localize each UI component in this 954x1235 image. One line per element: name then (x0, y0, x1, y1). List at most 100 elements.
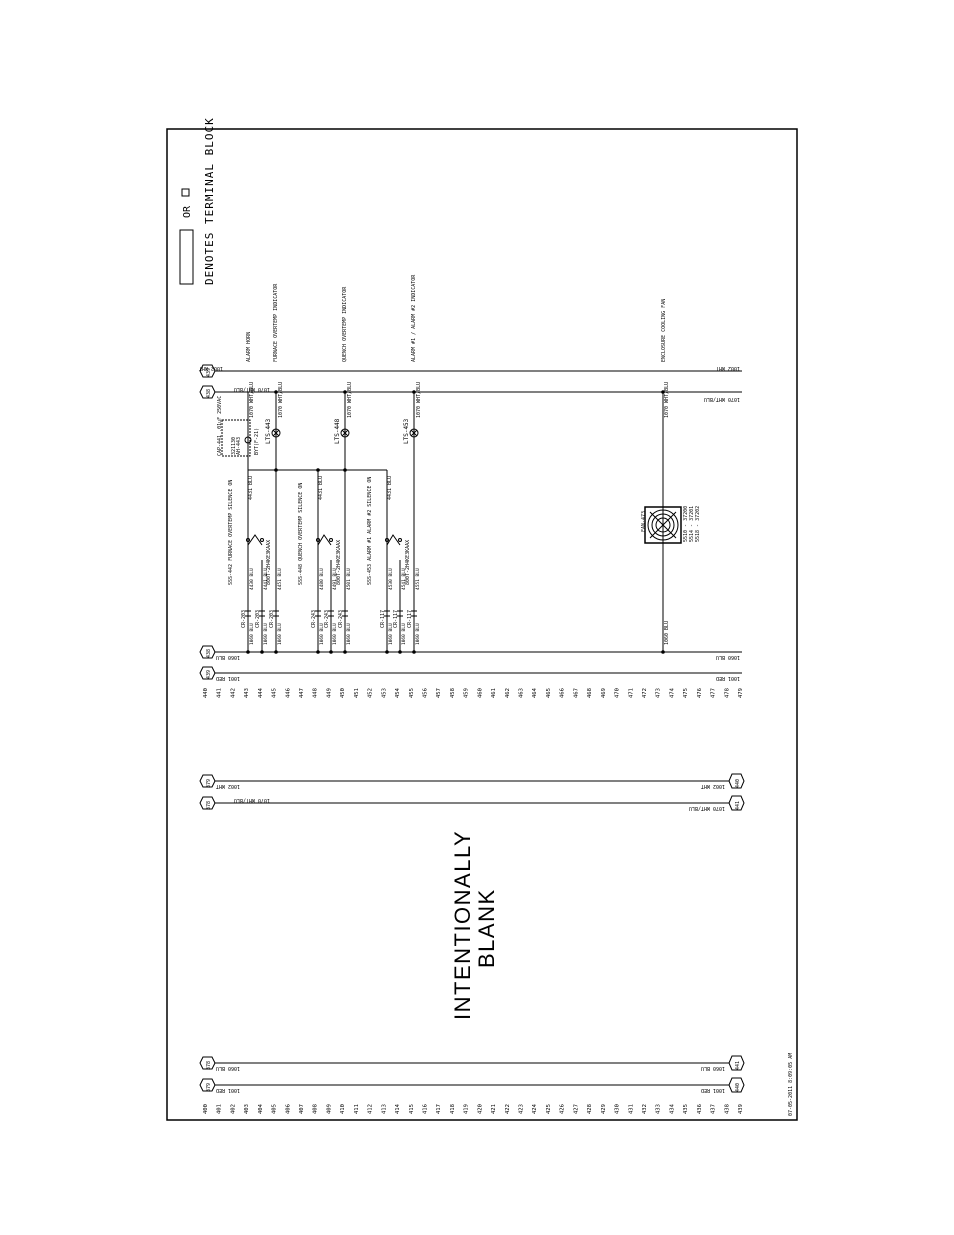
ruler-bottom-number-411: 411 (354, 1104, 360, 1114)
ruler-top-number-479: 479 (738, 688, 744, 698)
pilot-light-icon (271, 428, 281, 438)
mid-bus-top-right-label: 1002 WHT (701, 783, 725, 789)
junction-dot (412, 390, 416, 394)
ruler-top-number-443: 443 (244, 688, 250, 698)
junction-dot (661, 390, 665, 394)
junction-dot (385, 650, 389, 654)
mid-bus-top-right-tag-label: 440 (735, 779, 741, 788)
ruler-bottom-number-405: 405 (272, 1104, 278, 1114)
fan-part-2: 5514 - 37201 (689, 506, 695, 542)
light-453-label: LTS-453 (403, 418, 410, 444)
middle-section: 379 1002 WHT 1002 WHT 440 378 1070 WHT/B… (199, 773, 745, 811)
mid-bus-bottom-left-label: 1070 WHT/BLU (234, 797, 270, 803)
mid-bus-bottom-right-tag (728, 795, 745, 811)
ruler-bottom-number-438: 438 (724, 1104, 730, 1114)
ruler-bottom-number-432: 432 (642, 1104, 648, 1114)
ruler-top-number-441: 441 (217, 688, 223, 698)
relay-bus-wire-label: 1060 BLU (263, 623, 269, 645)
relay-label: CR-203 (255, 610, 261, 628)
bot-bus-top-left-tag-label: 378 (206, 1061, 212, 1070)
load-alarm-indicator: ALARM #1 / ALARM #2 INDICATOR (411, 274, 417, 362)
legend-square-icon (181, 188, 190, 197)
ruler-bottom-number-410: 410 (340, 1104, 346, 1114)
ruler-bottom-number-400: 400 (203, 1104, 209, 1114)
ruler-top-number-458: 458 (450, 688, 456, 698)
bus-1001-right-label: 1001 RED (716, 675, 740, 681)
bus-1002-left-label: 1002 WHT (199, 365, 223, 371)
cooling-fan: FAN-473 5510 - 37200 5514 - 37201 5518 -… (641, 382, 701, 645)
bus-1060-left-label: 1060 BLU (216, 654, 240, 660)
ruler-top-number-460: 460 (477, 688, 483, 698)
mid-bus-bottom-left-tag-label: 378 (206, 801, 212, 810)
light-443-wire: 1070 WHT/BLU (278, 382, 284, 418)
relay-bus-wire-label: 1060 BLU (388, 623, 394, 645)
junction-dot (260, 650, 264, 654)
ruler-top-number-465: 465 (546, 688, 552, 698)
ruler-top-number-477: 477 (711, 688, 717, 698)
ruler-top-number-473: 473 (656, 688, 662, 698)
load-alarm-horn: ALARM HORN (246, 332, 252, 362)
ruler-top-number-464: 464 (532, 687, 538, 698)
ruler-top-number-446: 446 (285, 688, 291, 698)
switch-448-part: 800T-2H4KE3KAAX (336, 540, 342, 585)
ruler-bottom-number-433: 433 (656, 1104, 662, 1114)
load-cooling-fan: ENCLOSURE COOLING FAN (661, 299, 667, 362)
relay-label: CR-117 (407, 610, 413, 628)
ruler-top-number-470: 470 (615, 688, 621, 698)
ruler-top-number-455: 455 (409, 688, 415, 698)
ruler-top-number-469: 469 (601, 688, 607, 698)
switch-453-part: 800T-2H4KE3KAAX (405, 540, 411, 585)
bus-1070-right-label: 1070 WHT/BLU (704, 396, 740, 402)
relay-label: CR-117 (380, 610, 386, 628)
ruler-top-number-445: 445 (272, 688, 278, 698)
ruler-top-number-459: 459 (464, 688, 470, 698)
ruler-top-number-444: 444 (258, 687, 264, 698)
light-448: LTS-448 1070 WHT/BLU (334, 382, 353, 444)
ruler-bottom-number-423: 423 (519, 1104, 525, 1114)
junction-dot (274, 468, 278, 472)
bus-1070-left-label: 1070 WHT/BLU (234, 386, 270, 392)
wire-4431-b: 4431 BLU (318, 476, 324, 500)
terminal-block-symbol (179, 229, 194, 285)
horn-part: 321130 (231, 437, 237, 455)
ruler-bottom-number-401: 401 (217, 1104, 223, 1114)
relay-label: CR-203 (269, 610, 275, 628)
fan-wire-1070: 1070 WHT/BLU (664, 382, 670, 418)
junction-dot (329, 650, 333, 654)
relay-wire-label: 4441 BLU (263, 568, 269, 590)
horn-wire: 1070 WHT/BLU (249, 382, 255, 418)
switch-442-part: 800T-2H4KE3KAAX (266, 540, 272, 585)
ruler-top-number-448: 448 (313, 688, 319, 698)
relay-bus-wire-label: 1060 BLU (415, 623, 421, 645)
junction-dot (661, 650, 665, 654)
bus-1060-right-label: 1060 BLU (716, 654, 740, 660)
ruler-bottom-number-426: 426 (560, 1104, 566, 1114)
fan-part-1: 5510 - 37200 (683, 506, 689, 542)
ruler-top-number-461: 461 (491, 688, 497, 698)
ruler-top-number-447: 447 (299, 688, 305, 698)
mid-bus-bottom-right-tag-label: 441 (735, 801, 741, 810)
bot-bus-bottom-right-tag (728, 1077, 745, 1093)
pilot-light-icon (340, 428, 350, 438)
ruler-top-number-451: 451 (354, 688, 360, 698)
ruler-bottom-number-437: 437 (711, 1104, 717, 1114)
relay-bus-wire-label: 1060 BLU (319, 623, 325, 645)
relay-bus-wire-label: 1060 BLU (332, 623, 338, 645)
drawing-frame (166, 128, 798, 1121)
mid-bus-bottom-right-label: 1070 WHT/BLU (689, 805, 725, 811)
bot-bus-top-right-tag (728, 1055, 745, 1071)
legend: OR DENOTES TERMINAL BLOCK (179, 117, 216, 285)
light-443-label: LTS-443 (265, 418, 272, 444)
load-quench-indicator: QUENCH OVERTEMP INDICATOR (342, 286, 348, 362)
bot-bus-bottom-left-tag-label: 379 (206, 1083, 212, 1092)
relay-label: CR-243 (338, 610, 344, 628)
blank-line-1: INTENTIONALLY (450, 830, 475, 1020)
